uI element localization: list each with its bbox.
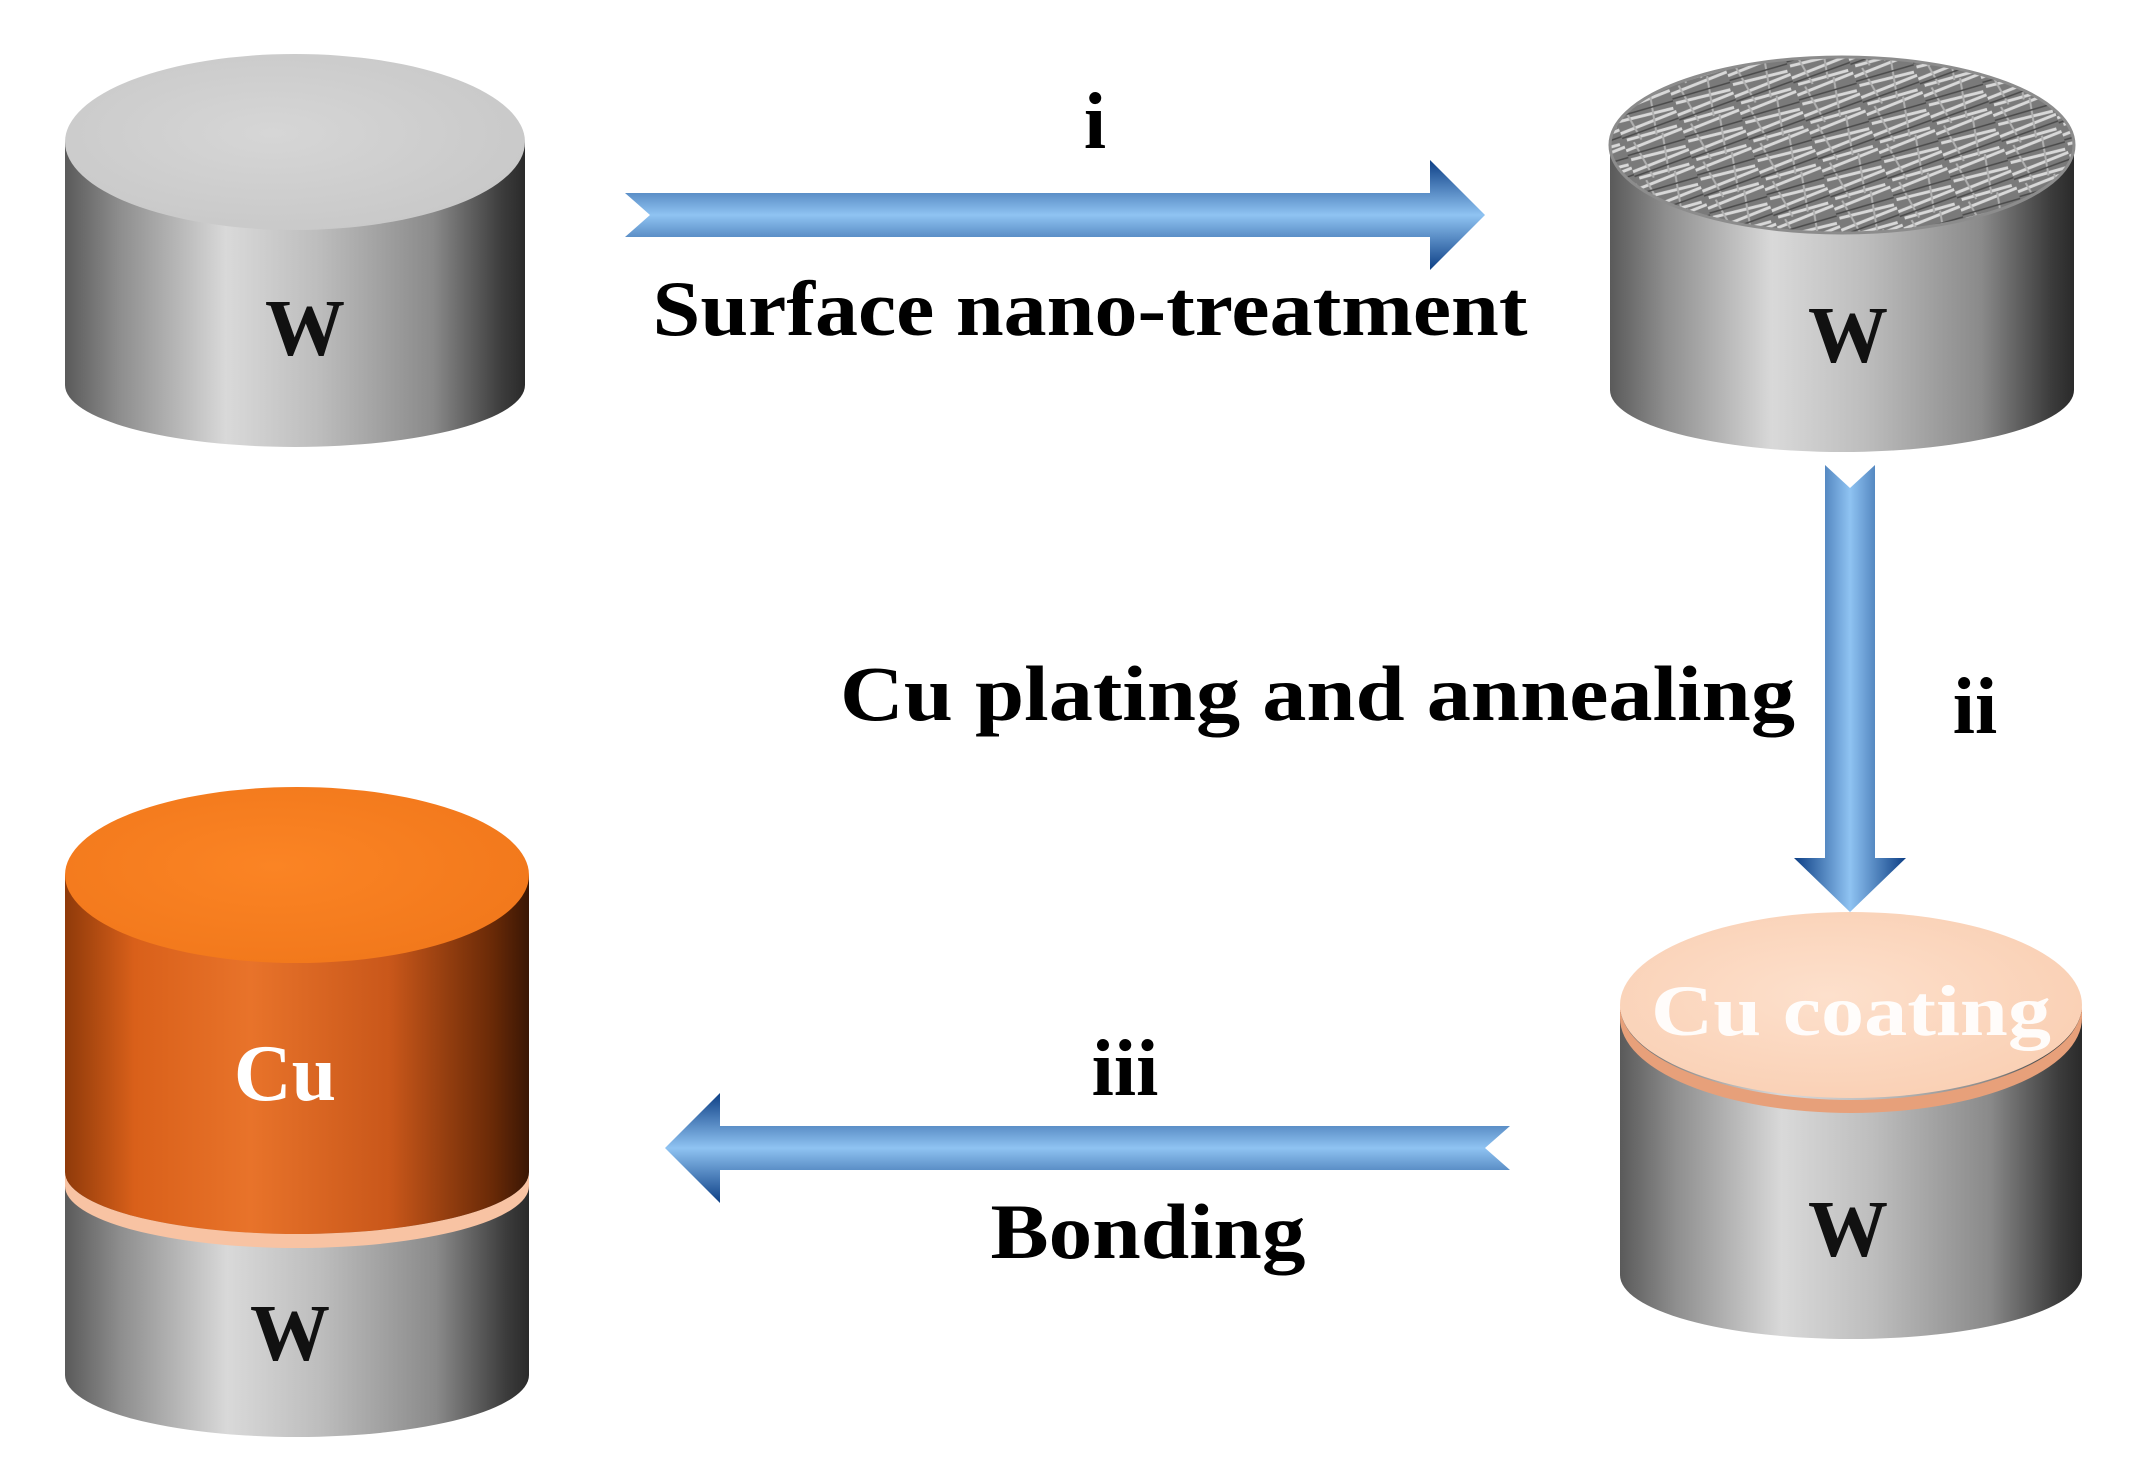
arrow-step-ii (1794, 465, 1906, 912)
step-iii-label: Bonding (991, 1188, 1306, 1275)
step-ii-numeral: ii (1953, 663, 1997, 751)
cylinder-initial-w: W (65, 54, 525, 447)
cylinder-coated-w: Cu coating W (1620, 912, 2082, 1339)
bonded-cu-label: Cu (234, 1030, 336, 1118)
step-i-label: Surface nano-treatment (653, 265, 1528, 352)
arrow-step-i (625, 160, 1485, 270)
cylinder-bonded-cu-w: Cu W (65, 787, 529, 1437)
cylinder-treated-w: W (1608, 55, 2076, 452)
step-iii-numeral: iii (1092, 1025, 1159, 1113)
coating-label: Cu coating (1651, 971, 2051, 1051)
bonded-w-label: W (250, 1290, 330, 1378)
step-ii-label: Cu plating and annealing (840, 650, 1795, 737)
step-i-numeral: i (1084, 78, 1106, 166)
cylinder-treated-label: W (1808, 292, 1888, 380)
cylinder-coated-label: W (1808, 1186, 1888, 1274)
coating-layer (1620, 912, 2082, 1098)
cylinder-initial-label: W (265, 285, 345, 373)
arrow-step-iii (665, 1093, 1510, 1203)
